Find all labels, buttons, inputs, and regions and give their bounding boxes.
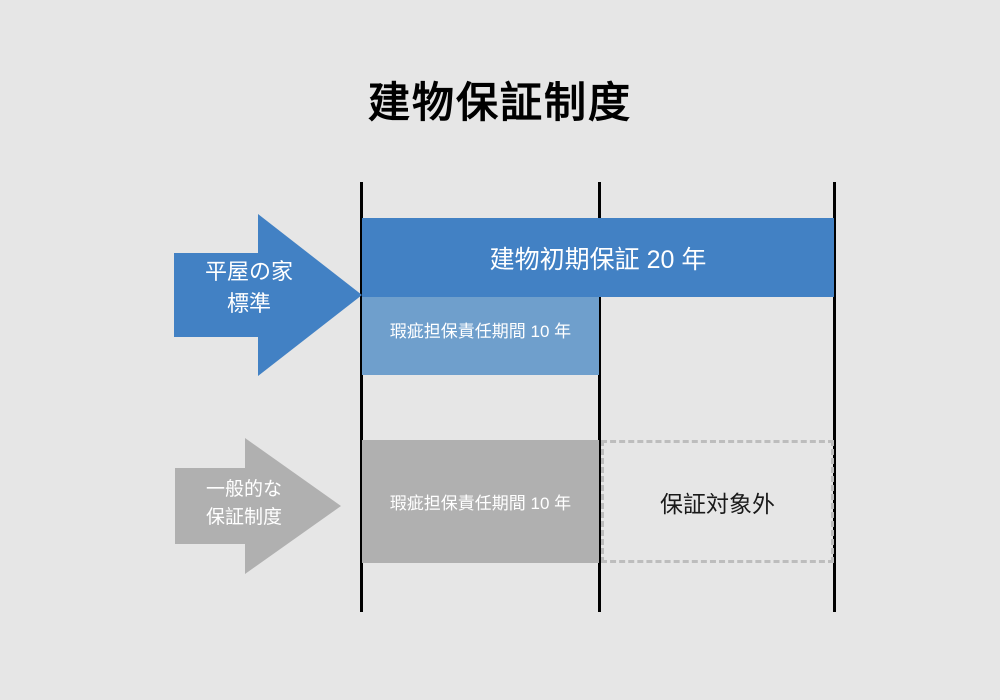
page-title: 建物保証制度 bbox=[367, 79, 632, 126]
axis-line-year-0 bbox=[360, 182, 363, 612]
arrow-hiraya-standard: 平屋の家 標準 bbox=[174, 214, 362, 376]
bar-not-covered: 保証対象外 bbox=[601, 440, 834, 563]
arrow-hiraya-standard-label-line2: 標準 bbox=[226, 290, 271, 316]
arrow-general-warranty-label-line2: 保証制度 bbox=[205, 506, 282, 528]
axis-line-year-20 bbox=[833, 182, 836, 612]
axis-line-year-10 bbox=[598, 182, 601, 612]
bar-defect-liability-general: 瑕疵担保責任期間 10 年 bbox=[362, 440, 599, 563]
arrow-general-warranty: 一般的な 保証制度 bbox=[175, 438, 341, 574]
arrow-general-warranty-label-line1: 一般的な bbox=[205, 479, 282, 500]
arrow-hiraya-standard-label-line1: 平屋の家 bbox=[204, 259, 293, 284]
bar-initial-warranty: 建物初期保証 20 年 bbox=[362, 218, 834, 297]
arrow-right-shape-icon bbox=[175, 438, 341, 574]
arrow-hiraya-standard-label: 平屋の家 標準 bbox=[182, 256, 316, 320]
bar-defect-liability-standard: 瑕疵担保責任期間 10 年 bbox=[362, 297, 599, 375]
arrow-right-shape-icon bbox=[174, 214, 362, 376]
arrow-general-warranty-label: 一般的な 保証制度 bbox=[181, 476, 307, 531]
